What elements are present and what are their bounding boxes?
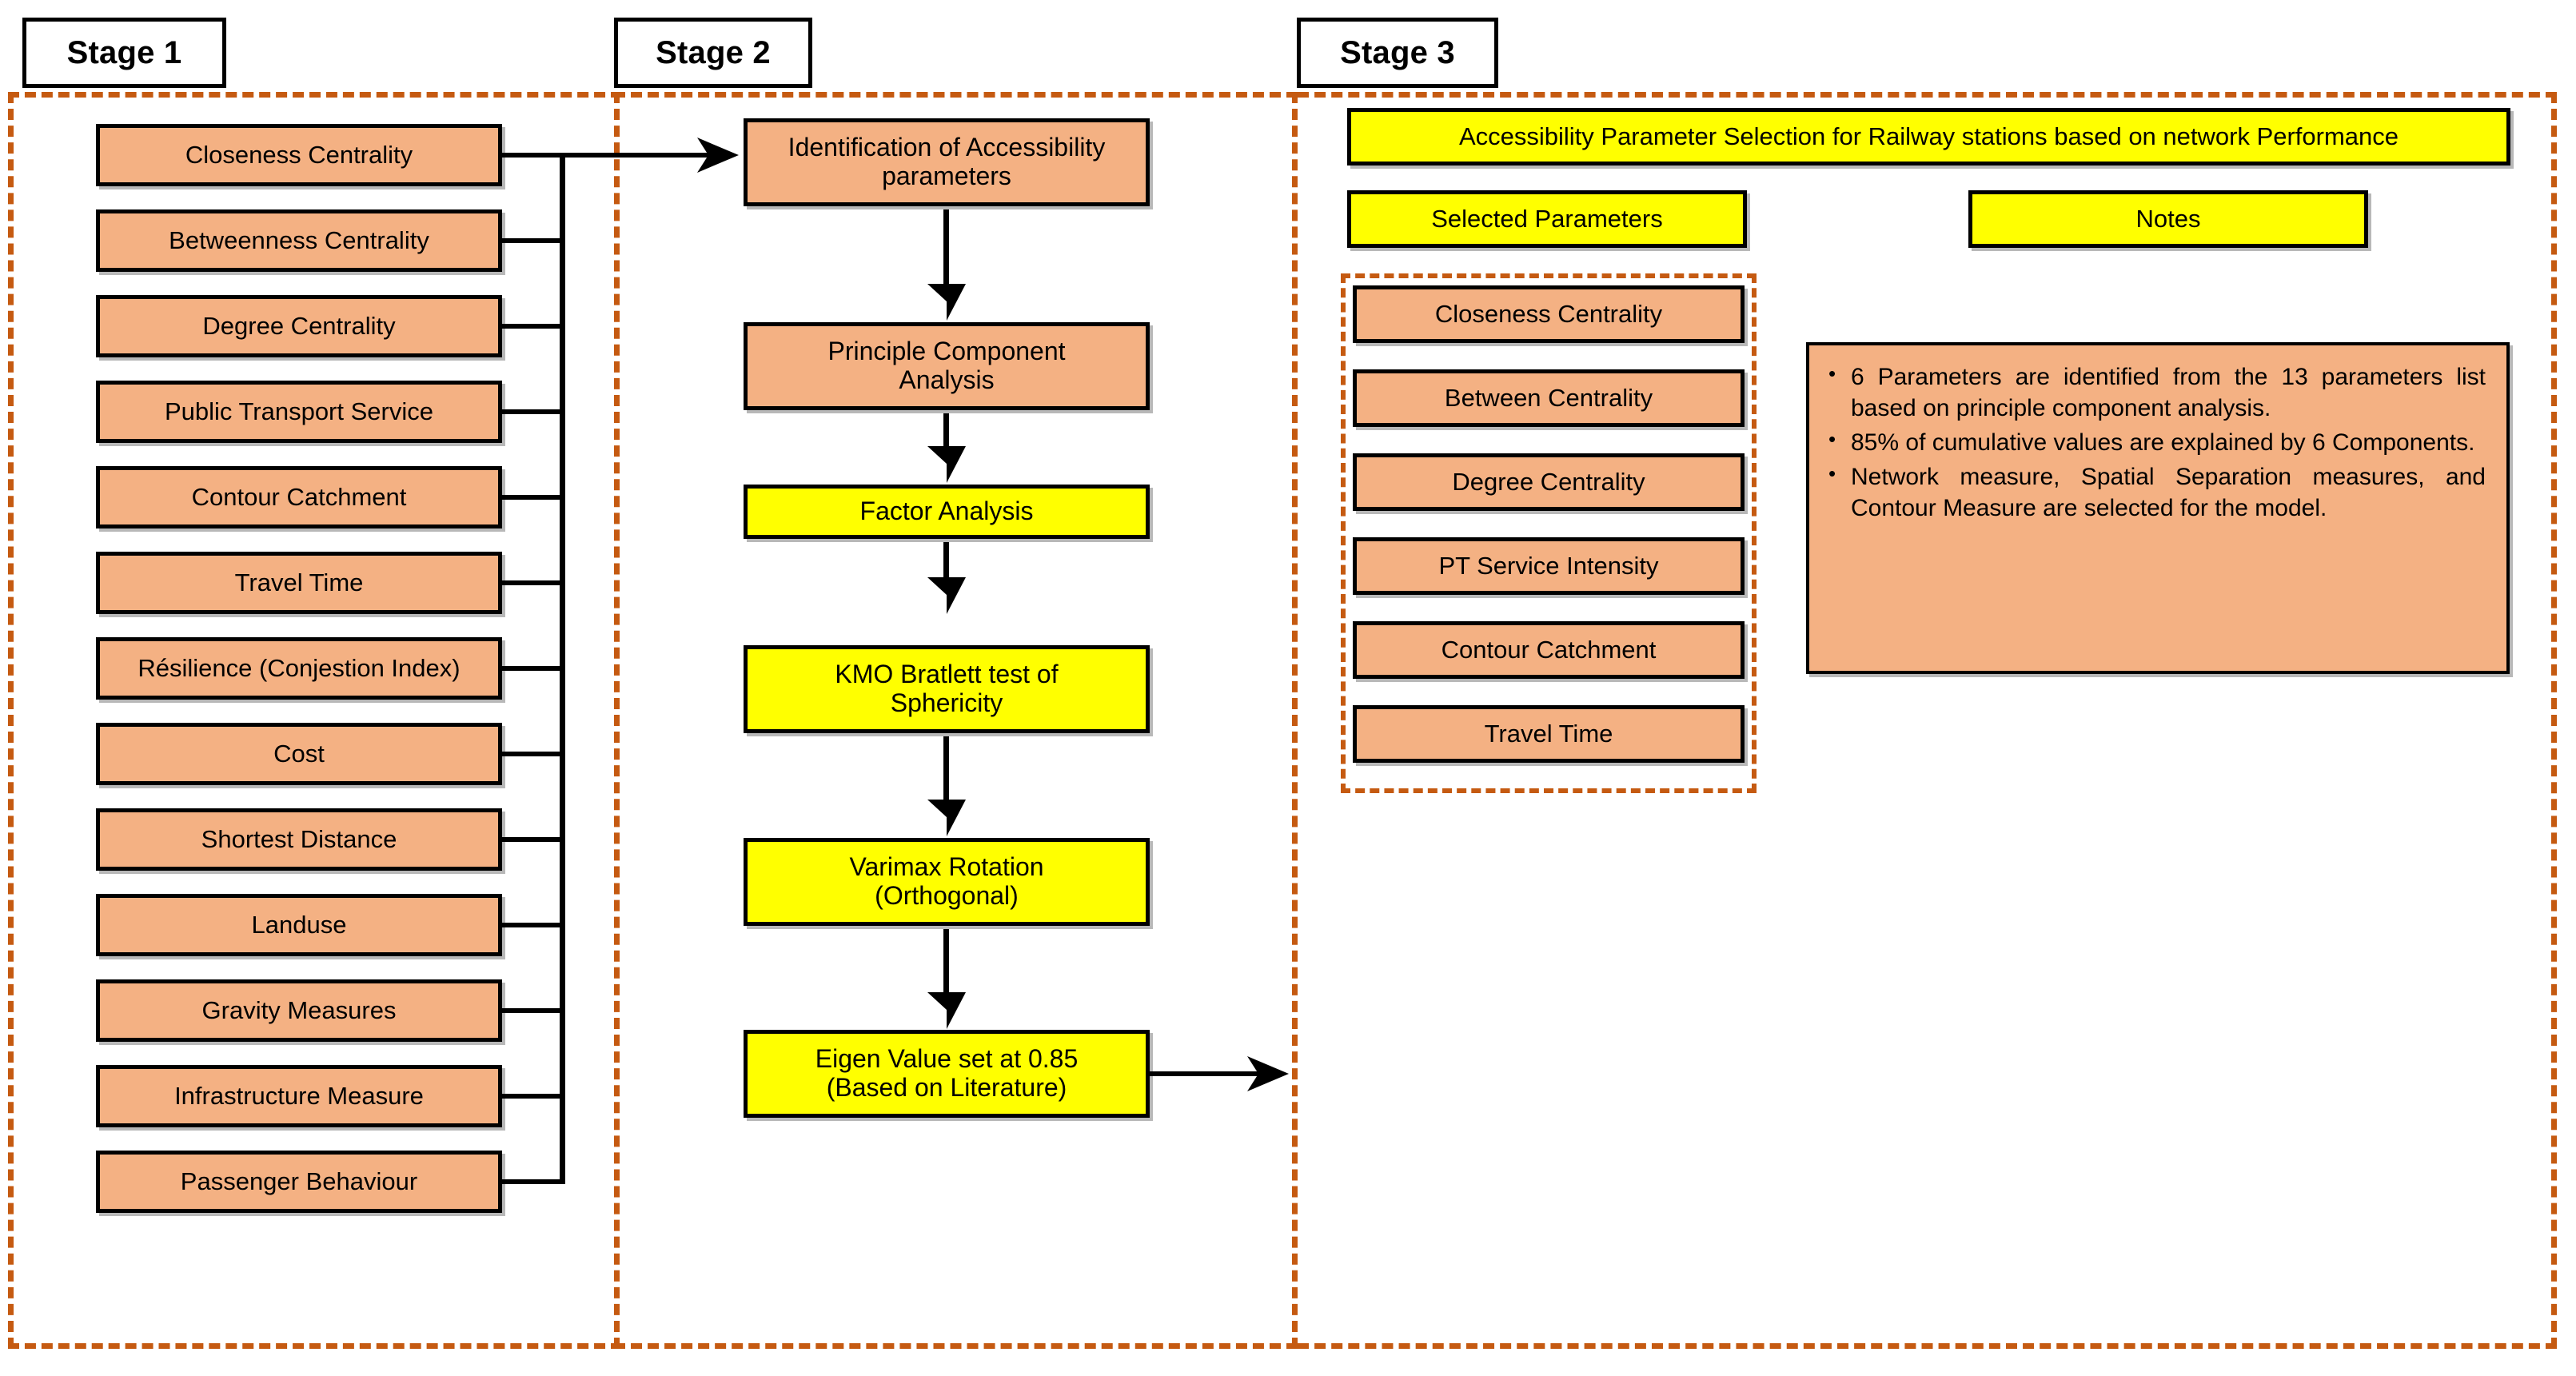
stage-2-zone	[614, 92, 1298, 1349]
stage2-to-stage3-arrowhead	[1247, 1056, 1289, 1091]
stage3-banner-box: Accessibility Parameter Selection for Ra…	[1347, 108, 2510, 166]
stage2-arrowhead	[927, 992, 966, 1029]
stage-3-label-chip: Stage 3	[1297, 18, 1498, 88]
stage2-step-label: Factor Analysis	[859, 497, 1034, 526]
stage1-parameter-label: Infrastructure Measure	[174, 1081, 424, 1110]
stage-2-label: Stage 2	[656, 35, 771, 70]
stage1-connector-stub	[502, 153, 565, 158]
stage1-parameter-box[interactable]: Gravity Measures	[96, 979, 502, 1042]
stage1-parameter-box[interactable]: Résilience (Conjestion Index)	[96, 637, 502, 700]
stage2-arrow-shaft	[943, 413, 949, 452]
selected-parameter-box[interactable]: Degree Centrality	[1353, 453, 1745, 511]
stage1-to-stage2-line	[560, 153, 712, 158]
selected-parameter-label: Contour Catchment	[1441, 635, 1657, 664]
stage1-connector-stub	[502, 1179, 565, 1184]
stage1-parameter-label: Travel Time	[234, 568, 364, 596]
stage1-parameter-label: Betweenness Centrality	[169, 225, 429, 254]
stage1-connector-stub	[502, 1008, 565, 1013]
stage2-step-box[interactable]: Principle Component Analysis	[744, 322, 1150, 410]
selected-parameter-label: Degree Centrality	[1452, 467, 1645, 496]
stage2-step-label: Identification of Accessibility paramete…	[788, 133, 1106, 190]
stage1-connector-stub	[502, 580, 565, 585]
selected-parameter-box[interactable]: Between Centrality	[1353, 369, 1745, 427]
stage1-parameter-box[interactable]: Infrastructure Measure	[96, 1065, 502, 1127]
stage1-connector-stub	[502, 837, 565, 842]
stage1-parameter-box[interactable]: Betweenness Centrality	[96, 209, 502, 272]
stage1-connector-stub	[502, 666, 565, 671]
stage2-step-label: Varimax Rotation (Orthogonal)	[849, 852, 1044, 910]
stage1-parameter-label: Landuse	[251, 910, 347, 939]
notes-header-box: Notes	[1968, 190, 2368, 248]
note-item: 6 Parameters are identified from the 13 …	[1824, 361, 2486, 424]
selected-parameter-label: Closeness Centrality	[1434, 299, 1663, 328]
stage2-arrow-shaft	[943, 542, 949, 584]
stage1-parameter-label: Gravity Measures	[201, 995, 397, 1024]
stage1-collector-bus	[560, 153, 565, 1184]
stage2-arrowhead	[927, 446, 966, 483]
stage2-arrowhead	[927, 800, 966, 836]
stage1-connector-stub	[502, 409, 565, 414]
stage1-parameter-label: Shortest Distance	[201, 824, 397, 853]
note-item: 85% of cumulative values are explained b…	[1824, 426, 2486, 458]
stage1-parameter-label: Cost	[273, 739, 325, 768]
notes-header-label: Notes	[2135, 204, 2201, 233]
stage-2-label-chip: Stage 2	[614, 18, 812, 88]
selected-parameter-box[interactable]: Travel Time	[1353, 705, 1745, 763]
selected-parameter-label: PT Service Intensity	[1438, 551, 1659, 580]
stage2-arrowhead	[927, 284, 966, 321]
selected-parameters-header-label: Selected Parameters	[1431, 204, 1663, 233]
stage1-connector-stub	[502, 752, 565, 756]
stage-1-zone	[8, 92, 622, 1349]
stage2-to-stage3-line	[1150, 1071, 1262, 1076]
notes-panel: 6 Parameters are identified from the 13 …	[1806, 342, 2510, 674]
selected-parameter-box[interactable]: Closeness Centrality	[1353, 285, 1745, 343]
stage2-step-label: Principle Component Analysis	[827, 337, 1066, 394]
stage1-connector-stub	[502, 1094, 565, 1099]
stage1-parameter-label: Résilience (Conjestion Index)	[138, 653, 461, 682]
selected-parameters-group-frame	[1341, 273, 1757, 793]
stage1-parameter-box[interactable]: Cost	[96, 723, 502, 785]
stage-1-label: Stage 1	[66, 35, 182, 70]
stage2-arrowhead	[927, 577, 966, 614]
stage2-step-box[interactable]: Varimax Rotation (Orthogonal)	[744, 838, 1150, 926]
stage2-step-box[interactable]: Identification of Accessibility paramete…	[744, 118, 1150, 206]
stage1-parameter-box[interactable]: Public Transport Service	[96, 381, 502, 443]
stage1-parameter-label: Passenger Behaviour	[180, 1167, 418, 1195]
stage3-banner-label: Accessibility Parameter Selection for Ra…	[1458, 122, 2399, 150]
stage-3-zone	[1298, 92, 2557, 1349]
selected-parameter-label: Between Centrality	[1444, 383, 1653, 412]
stage1-parameter-label: Degree Centrality	[202, 311, 396, 340]
stage1-connector-stub	[502, 324, 565, 329]
stage1-parameter-box[interactable]: Passenger Behaviour	[96, 1151, 502, 1213]
stage1-connector-stub	[502, 495, 565, 500]
stage2-arrow-shaft	[943, 209, 949, 289]
stage1-parameter-box[interactable]: Degree Centrality	[96, 295, 502, 357]
notes-list: 6 Parameters are identified from the 13 …	[1824, 361, 2486, 524]
stage1-parameter-box[interactable]: Shortest Distance	[96, 808, 502, 871]
stage2-arrow-shaft	[943, 929, 949, 998]
stage1-connector-stub	[502, 238, 565, 243]
stage1-parameter-box[interactable]: Landuse	[96, 894, 502, 956]
stage1-parameter-box[interactable]: Closeness Centrality	[96, 124, 502, 186]
stage-3-label: Stage 3	[1340, 35, 1455, 70]
stage2-step-box[interactable]: Factor Analysis	[744, 485, 1150, 539]
stage2-step-box[interactable]: KMO Bratlett test of Sphericity	[744, 645, 1150, 733]
stage1-parameter-label: Public Transport Service	[165, 397, 433, 425]
stage2-step-box[interactable]: Eigen Value set at 0.85 (Based on Litera…	[744, 1030, 1150, 1118]
stage-1-label-chip: Stage 1	[22, 18, 226, 88]
stage1-parameter-box[interactable]: Contour Catchment	[96, 466, 502, 528]
stage1-connector-stub	[502, 923, 565, 927]
note-item: Network measure, Spatial Separation meas…	[1824, 461, 2486, 524]
stage1-to-stage2-arrowhead	[697, 138, 739, 173]
stage1-parameter-label: Closeness Centrality	[185, 140, 413, 169]
selected-parameter-label: Travel Time	[1484, 719, 1613, 748]
stage2-step-label: Eigen Value set at 0.85 (Based on Litera…	[815, 1044, 1079, 1102]
selected-parameter-box[interactable]: PT Service Intensity	[1353, 537, 1745, 595]
stage1-parameter-label: Contour Catchment	[191, 482, 407, 511]
stage1-parameter-box[interactable]: Travel Time	[96, 552, 502, 614]
stage2-arrow-shaft	[943, 736, 949, 805]
stage2-step-label: KMO Bratlett test of Sphericity	[835, 660, 1059, 717]
selected-parameters-header-box: Selected Parameters	[1347, 190, 1747, 248]
selected-parameter-box[interactable]: Contour Catchment	[1353, 621, 1745, 679]
